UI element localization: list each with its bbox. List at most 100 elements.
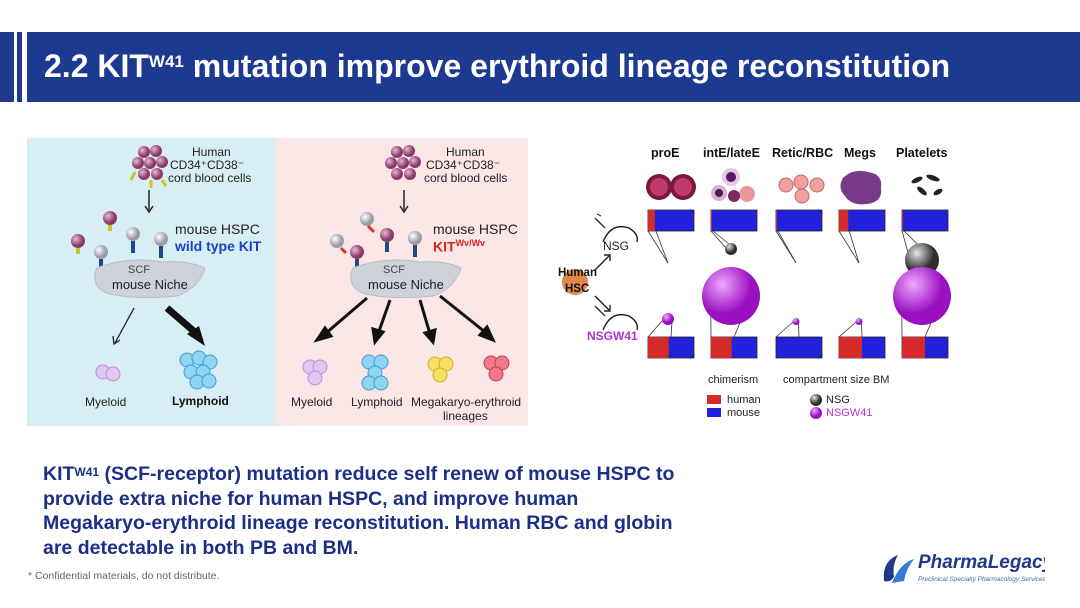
output-myeloid-label: Myeloid <box>291 395 333 409</box>
niche-label: mouse Niche <box>112 277 188 292</box>
source-line3: cord blood cells <box>424 171 508 185</box>
slide-title: 2.2 KITW41 mutation improve erythroid li… <box>44 48 951 84</box>
nsg-mouse-icon <box>594 213 639 243</box>
hspc-label: mouse HSPC <box>433 221 518 237</box>
source-line3: cord blood cells <box>168 171 252 185</box>
kit-mutant-diagram <box>302 145 510 391</box>
nsgw41-mouse-icon <box>594 305 639 331</box>
confidential-note: * Confidential materials, do not distrib… <box>28 570 220 582</box>
chimerism-figure: proE intE/lateE Retic/RBC Megs Platelets… <box>553 138 958 423</box>
lymphoid-cells-icon <box>179 350 218 390</box>
scf-label: SCF <box>128 264 150 276</box>
megakaryo-cells-icon <box>427 356 454 383</box>
myeloid-cells-icon <box>302 359 328 386</box>
pharmalegacy-logo-mark: PharmaLegacy Preclinical Specialty Pharm… <box>883 552 1055 583</box>
legend-chimerism-title: chimerism <box>708 374 759 386</box>
column-label-platelets: Platelets <box>896 146 948 160</box>
nsgw41-compartment-sphere-2 <box>792 318 800 325</box>
nsgw41-human-fill-3 <box>839 337 862 358</box>
nsg-human-fill-3 <box>839 210 849 231</box>
svg-text:PharmaLegacy: PharmaLegacy <box>918 552 1045 573</box>
arrow-down-icon <box>399 190 409 214</box>
column-label-retic-rbc: Retic/RBC <box>772 146 834 160</box>
arrow-to-myeloid-icon <box>112 307 135 346</box>
myeloid-cells-icon <box>95 364 121 382</box>
legend-nsg-label: NSG <box>826 394 850 406</box>
nsg-chimerism-box-1 <box>710 209 758 232</box>
cord-blood-cells-icon <box>385 145 421 180</box>
kit-mutant-panel: Human CD34⁺CD38⁻ cord blood cells mouse … <box>275 138 528 426</box>
nsg-chimerism-box-0 <box>647 209 695 232</box>
legend-human-label: human <box>727 394 761 406</box>
nsgw41-human-fill-4 <box>902 337 925 358</box>
nsg-chimerism-box-4 <box>901 209 949 232</box>
nsg-human-fill-4 <box>902 210 903 231</box>
nsgw41-human-fill-1 <box>711 337 732 358</box>
lymphoid-cells-icon <box>361 354 389 391</box>
arrow-to-nsgw41-icon <box>594 295 611 312</box>
output-lymphoid-label: Lymphoid <box>172 394 229 408</box>
nsgw41-human-fill-0 <box>648 337 669 358</box>
arrow-to-lymphoid-icon <box>164 305 205 346</box>
nsg-human-fill-1 <box>711 210 712 231</box>
nsg-human-fill-0 <box>648 210 655 231</box>
platelets-cells-icon <box>911 174 943 196</box>
nsg-human-fill-2 <box>776 210 777 231</box>
niche-label: mouse Niche <box>368 277 444 292</box>
inte-latee-cells-icon <box>711 168 755 202</box>
legend-compartment-title: compartment size BM <box>783 374 890 386</box>
retic-rbc-cells-icon <box>778 174 825 204</box>
legend-human-swatch <box>707 395 721 404</box>
nsgw41-connector-a-2 <box>775 321 794 338</box>
nsgw41-connector-a-0 <box>647 318 665 338</box>
strain-nsg-label: NSG <box>603 239 630 253</box>
nsgw41-connector-b-3 <box>861 321 863 338</box>
nsgw41-connector-a-3 <box>838 321 857 338</box>
nsg-chimerism-box-2 <box>775 209 823 232</box>
nsgw41-compartment-sphere-0 <box>662 313 674 325</box>
mouse-niche-shape <box>94 259 206 299</box>
legend-nsg-swatch <box>810 394 822 406</box>
column-label-proe: proE <box>651 146 680 160</box>
summary-text: KITW41 (SCF-receptor) mutation reduce se… <box>43 463 675 559</box>
scf-label: SCF <box>383 264 405 276</box>
column-label-inte-latee: intE/lateE <box>703 146 760 160</box>
hspc-label: mouse HSPC <box>175 221 260 237</box>
strain-nsgw41-label: NSGW41 <box>587 329 638 343</box>
output-megakaryo-label: Megakaryo-erythroid <box>411 395 522 409</box>
cord-blood-cells-icon <box>129 145 168 188</box>
megs-cells-icon <box>840 170 882 205</box>
wild-type-kit-panel: Human CD34⁺CD38⁻ cord blood cells mouse … <box>27 138 275 426</box>
nsgw41-compartment-sphere-1 <box>702 267 760 325</box>
svg-text:Preclinical Specialty Pharmaco: Preclinical Specialty Pharmacology Servi… <box>918 576 1045 583</box>
output-myeloid-label: Myeloid <box>85 395 127 409</box>
title-accent-bar <box>0 32 14 102</box>
title-accent-bar-thin <box>17 32 22 102</box>
wild-type-diagram <box>71 145 218 390</box>
title-bar <box>27 32 1080 102</box>
human-hsc-cell-icon <box>562 269 588 295</box>
source-line1: Human <box>192 145 231 159</box>
erythroid-cells-icon <box>483 355 510 382</box>
nsgw41-compartment-sphere-3 <box>855 318 863 325</box>
legend-nsgw41-swatch <box>810 407 822 419</box>
arrow-down-icon <box>144 190 154 214</box>
arrows-to-lineages-icon <box>313 294 496 346</box>
kit-label: wild type KIT <box>175 238 262 254</box>
nsgw41-connector-b-2 <box>798 321 800 338</box>
legend-nsgw41-label: NSGW41 <box>826 407 873 419</box>
mouse-hspc-cells-icon <box>71 211 168 271</box>
output-lineages-label: lineages <box>443 409 488 423</box>
kit-mutant-label: KITWv/Wv <box>433 238 486 255</box>
source-line1: Human <box>446 145 485 159</box>
nsgw41-compartment-sphere-4 <box>893 267 951 325</box>
human-hsc-label-line1: Human <box>558 267 597 279</box>
mouse-niche-shape <box>350 259 462 299</box>
source-line2: CD34⁺CD38⁻ <box>426 158 501 172</box>
chimerism-figure-graphics <box>562 168 951 419</box>
nsg-connector-b-3 <box>848 230 860 264</box>
nsg-compartment-sphere-1 <box>725 243 737 255</box>
nsg-connector-a-1 <box>710 230 728 250</box>
proe-cells-icon <box>646 174 696 200</box>
pharmalegacy-logo: PharmaLegacy Preclinical Specialty Pharm… <box>880 547 1055 587</box>
